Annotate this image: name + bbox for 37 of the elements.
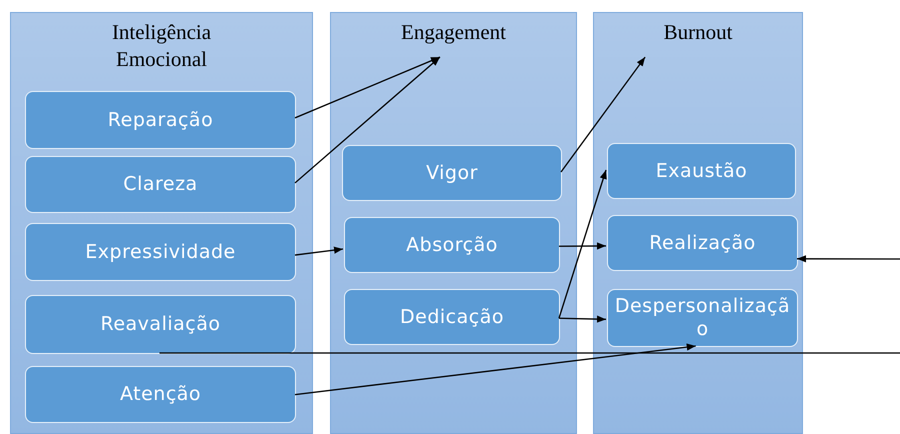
factor-box: [25, 366, 296, 423]
factor-label: Realização: [648, 232, 757, 254]
factor-label: Expressividade: [84, 240, 237, 264]
factor-box: [607, 143, 796, 199]
arrow: [560, 56, 646, 172]
column-panel: [330, 12, 577, 434]
factor-box: [607, 215, 798, 271]
factor-box: [342, 145, 562, 201]
column-panel: [593, 12, 803, 434]
factor-label: Vigor: [425, 162, 479, 184]
factor-box: [25, 295, 296, 354]
arrow: [294, 344, 696, 396]
factor-label: Clareza: [122, 173, 199, 196]
column-heading: Inteligência Emocional: [110, 19, 212, 73]
arrow: [294, 56, 440, 184]
arrow: [558, 316, 606, 323]
factor-label: Exaustão: [654, 160, 748, 182]
column-heading: Engagement: [401, 19, 506, 46]
factor-box: [344, 217, 560, 273]
column-heading: Burnout: [664, 19, 732, 46]
factor-box: [607, 289, 798, 347]
arrow: [558, 170, 607, 318]
arrow: [294, 56, 440, 118]
factor-box: [25, 223, 296, 281]
arrow: [294, 246, 344, 256]
factor-label: Reavaliação: [100, 313, 222, 336]
factor-label: Absorção: [405, 234, 499, 256]
factor-box: [25, 91, 296, 149]
factor-box: [344, 289, 560, 345]
factor-label: Atenção: [118, 383, 202, 406]
factor-label: Dedicação: [399, 306, 505, 328]
factor-box: [25, 156, 296, 213]
column-panel: [10, 12, 313, 434]
factor-label: Despersonalização: [614, 295, 792, 341]
arrow: [559, 242, 606, 250]
arrow: [797, 255, 900, 262]
factor-label: Reparação: [106, 108, 214, 132]
